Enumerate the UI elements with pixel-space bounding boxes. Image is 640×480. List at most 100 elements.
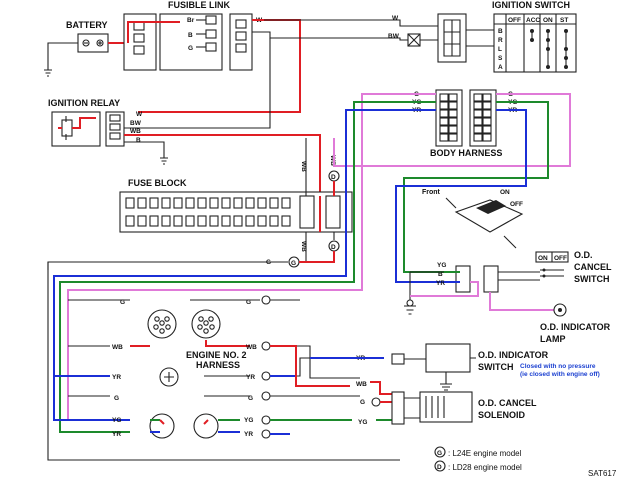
wire-yr-blue-right (395, 109, 527, 283)
wire-pink-to-lamp (489, 292, 554, 311)
fuse-g-symbol: G (291, 260, 296, 267)
wire-g-pink (67, 93, 436, 420)
fuse-wire-wb-left: WB (300, 161, 307, 172)
wire-label-b: B (188, 32, 193, 39)
od-connector-right (483, 265, 499, 293)
fuse-block: FUSE BLOCK (119, 178, 353, 233)
fuse-slot (257, 197, 267, 209)
od-cancel-switch: Front ON OFF ON OFF O.D. CANCEL SWITCH (422, 189, 612, 284)
fuse-slot (233, 197, 243, 209)
ignition-switch: IGNITION SWITCH OFF ACC ON ST B R L S A (418, 0, 577, 73)
front-arrow-icon (445, 197, 457, 209)
fuse-slot (173, 215, 183, 227)
od-ground-terminal (406, 299, 414, 307)
fuse-slot (257, 215, 267, 227)
fuse-slot (125, 197, 135, 209)
fuse-slot (245, 197, 255, 209)
fuse-slot (221, 197, 231, 209)
relay-wire-w: W (136, 111, 143, 118)
od-indicator-switch-body (425, 343, 471, 373)
legend-g-text: : L24E engine model (448, 449, 522, 458)
legend-g-circle (434, 446, 446, 458)
fuse-slot (149, 197, 159, 209)
switch-arrow-icon (503, 235, 517, 249)
fuse-slot (281, 215, 291, 227)
eh-yg-2: YG (244, 417, 253, 424)
od-ind-switch-label-2: SWITCH (478, 362, 514, 372)
od-yr: YR (436, 280, 445, 287)
ign-row-r: R (498, 37, 503, 44)
engine-connector-5 (149, 413, 175, 439)
wire-w-to-ignition-switch (264, 19, 418, 27)
battery-terminal-positive (96, 39, 104, 47)
engine-harness-label-1: ENGINE NO. 2 (186, 350, 247, 360)
fusible-link-label: FUSIBLE LINK (168, 0, 230, 10)
engine-connector-6 (193, 413, 219, 439)
wire-yg-green (59, 101, 436, 433)
eh-wb-1: WB (112, 344, 123, 351)
eh-g-2: G (246, 299, 251, 306)
od-b: B (438, 271, 443, 278)
fuse-d-top: D (331, 174, 336, 181)
od-indicator-switch: O.D. INDICATOR SWITCH Closed with no pre… (391, 343, 600, 391)
ignition-relay-label: IGNITION RELAY (48, 98, 120, 108)
harness-pin (448, 125, 458, 134)
wire-label-g-fuse: G (266, 259, 271, 266)
harness-pin (473, 117, 483, 126)
eh-yr-4: YR (244, 431, 253, 438)
connector-pin (164, 316, 170, 322)
fuse-block-label: FUSE BLOCK (128, 178, 187, 188)
connector-pin (197, 324, 203, 330)
wire-wb-to-fuse-block (124, 134, 321, 196)
ign-row-l: L (498, 46, 502, 53)
fuse-slot (173, 197, 183, 209)
od-off-label: OFF (510, 201, 523, 208)
od-table-off: OFF (554, 255, 567, 262)
fuse-slot (221, 215, 231, 227)
fuse-slot (185, 197, 195, 209)
wire-left-frame (47, 262, 400, 461)
od-front-label: Front (422, 189, 441, 196)
ign-row-a: A (498, 64, 503, 71)
ignition-relay: IGNITION RELAY W BW WB B (48, 38, 271, 165)
eh-g-3: G (114, 395, 119, 402)
eh-g-4: G (248, 395, 253, 402)
harness-pin (448, 133, 458, 142)
relay-ground-icon (160, 157, 168, 165)
od-yg: YG (437, 262, 446, 269)
harness-pin (439, 93, 449, 102)
body-harness: BODY HARNESS G YG YR G YG YR (412, 89, 517, 158)
connector-pin (159, 320, 165, 326)
od-ground-icon (404, 305, 416, 315)
harness-pin (439, 101, 449, 110)
od-ind-switch-label-1: O.D. INDICATOR (478, 350, 549, 360)
harness-pin (482, 133, 492, 142)
ignition-switch-label: IGNITION SWITCH (492, 0, 570, 10)
ign-col-on: ON (543, 17, 553, 24)
od-lamp-label-2: LAMP (540, 334, 566, 344)
wire-bw-relay (124, 38, 271, 129)
harness-pin (473, 125, 483, 134)
connector-pin (208, 316, 214, 322)
relay-wire-wb: WB (130, 128, 141, 135)
od-ind-ground-icon (440, 372, 452, 391)
od-note-line-2: (ie closed with engine off) (520, 371, 600, 378)
od-table-on: ON (538, 255, 548, 262)
wire-label-w-ign: W (392, 15, 399, 22)
fuse-slot (161, 215, 171, 227)
engine-harness-label-2: HARNESS (196, 360, 240, 370)
eh-yg-1: YG (112, 417, 121, 424)
battery-ground-wire (47, 42, 78, 70)
wire-label-bw-ign: BW (388, 33, 400, 40)
wire-label-br: Br (187, 17, 195, 24)
od-cancel-solenoid: O.D. CANCEL SOLENOID (391, 391, 537, 425)
eh-yr-2: YR (246, 374, 255, 381)
fuse-slot (149, 215, 159, 227)
fuse-wire-wb-lower-l: WB (300, 241, 307, 252)
connector-pin (165, 324, 171, 330)
harness-pin (482, 125, 492, 134)
harness-pin (473, 133, 483, 142)
relay-wire-b: B (136, 137, 141, 144)
connector-pin (203, 320, 209, 326)
